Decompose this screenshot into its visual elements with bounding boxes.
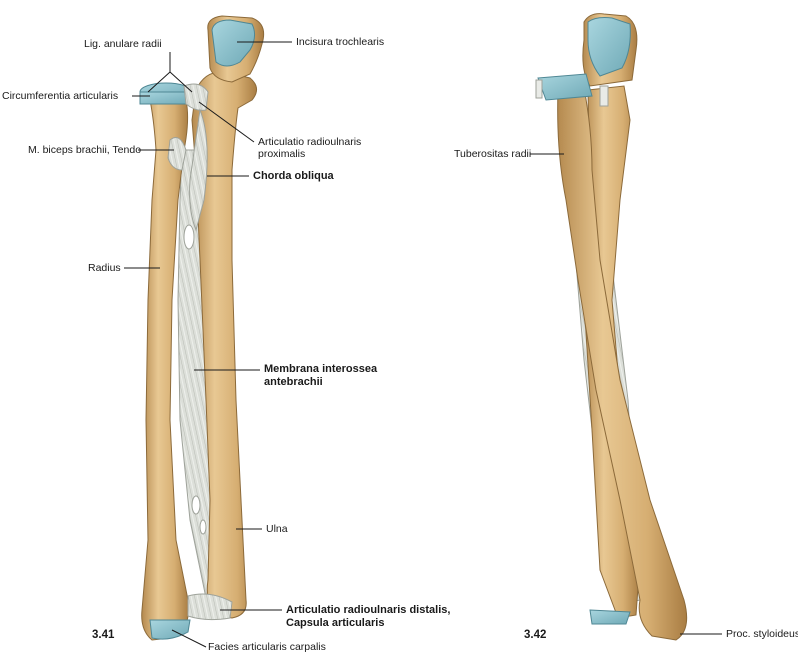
lig-anulare-cut — [599, 85, 609, 107]
label-tuberositas-radii: Tuberositas radii — [454, 148, 532, 160]
figure-341-drawing — [139, 15, 265, 641]
figure-number-left: 3.41 — [92, 629, 115, 641]
figure-342-drawing — [535, 13, 688, 641]
membrane-opening — [199, 519, 207, 535]
label-radius: Radius — [88, 262, 121, 274]
distal-cartilage-2 — [589, 609, 631, 625]
label-proc-styloideus: Proc. styloideus — [726, 628, 798, 640]
label-articulatio-radioulnaris-distalis-2: Capsula articularis — [286, 617, 385, 629]
label-circumferentia-articularis: Circumferentia articularis — [2, 90, 119, 102]
label-articulatio-radioulnaris-distalis-1: Articulatio radioulnaris distalis, — [286, 604, 451, 616]
label-ulna: Ulna — [266, 523, 288, 535]
incisura-trochlearis-cartilage — [211, 19, 256, 67]
label-chorda-obliqua: Chorda obliqua — [253, 170, 334, 182]
label-incisura-trochlearis: Incisura trochlearis — [296, 36, 385, 48]
label-facies-articularis-carpalis: Facies articularis carpalis — [208, 641, 326, 653]
distal-capsule-shape — [187, 593, 233, 621]
label-membrana-interossea-2: antebrachii — [264, 376, 323, 388]
radial-head — [139, 91, 193, 105]
figure-number-right: 3.42 — [524, 629, 547, 641]
membrane-opening — [183, 224, 195, 250]
lig-anulare-cut — [535, 79, 543, 99]
chorda-obliqua-shape — [189, 108, 208, 232]
radius-bone-2 — [557, 87, 688, 641]
biceps-tendon — [167, 137, 187, 171]
leader-lines — [124, 41, 722, 648]
label-articulatio-radioulnaris-proximalis-2: proximalis — [258, 148, 306, 160]
label-m-biceps-brachii-tendo: M. biceps brachii, Tendo — [28, 144, 142, 156]
incisura-trochlearis-cartilage-2 — [587, 17, 631, 77]
membrane-opening — [191, 495, 201, 515]
label-articulatio-radioulnaris-proximalis-1: Articulatio radioulnaris — [258, 136, 362, 148]
radial-head-cartilage-2 — [537, 73, 593, 101]
label-membrana-interossea-1: Membrana interossea — [264, 363, 378, 375]
label-lig-anulare-radii: Lig. anulare radii — [84, 38, 162, 50]
